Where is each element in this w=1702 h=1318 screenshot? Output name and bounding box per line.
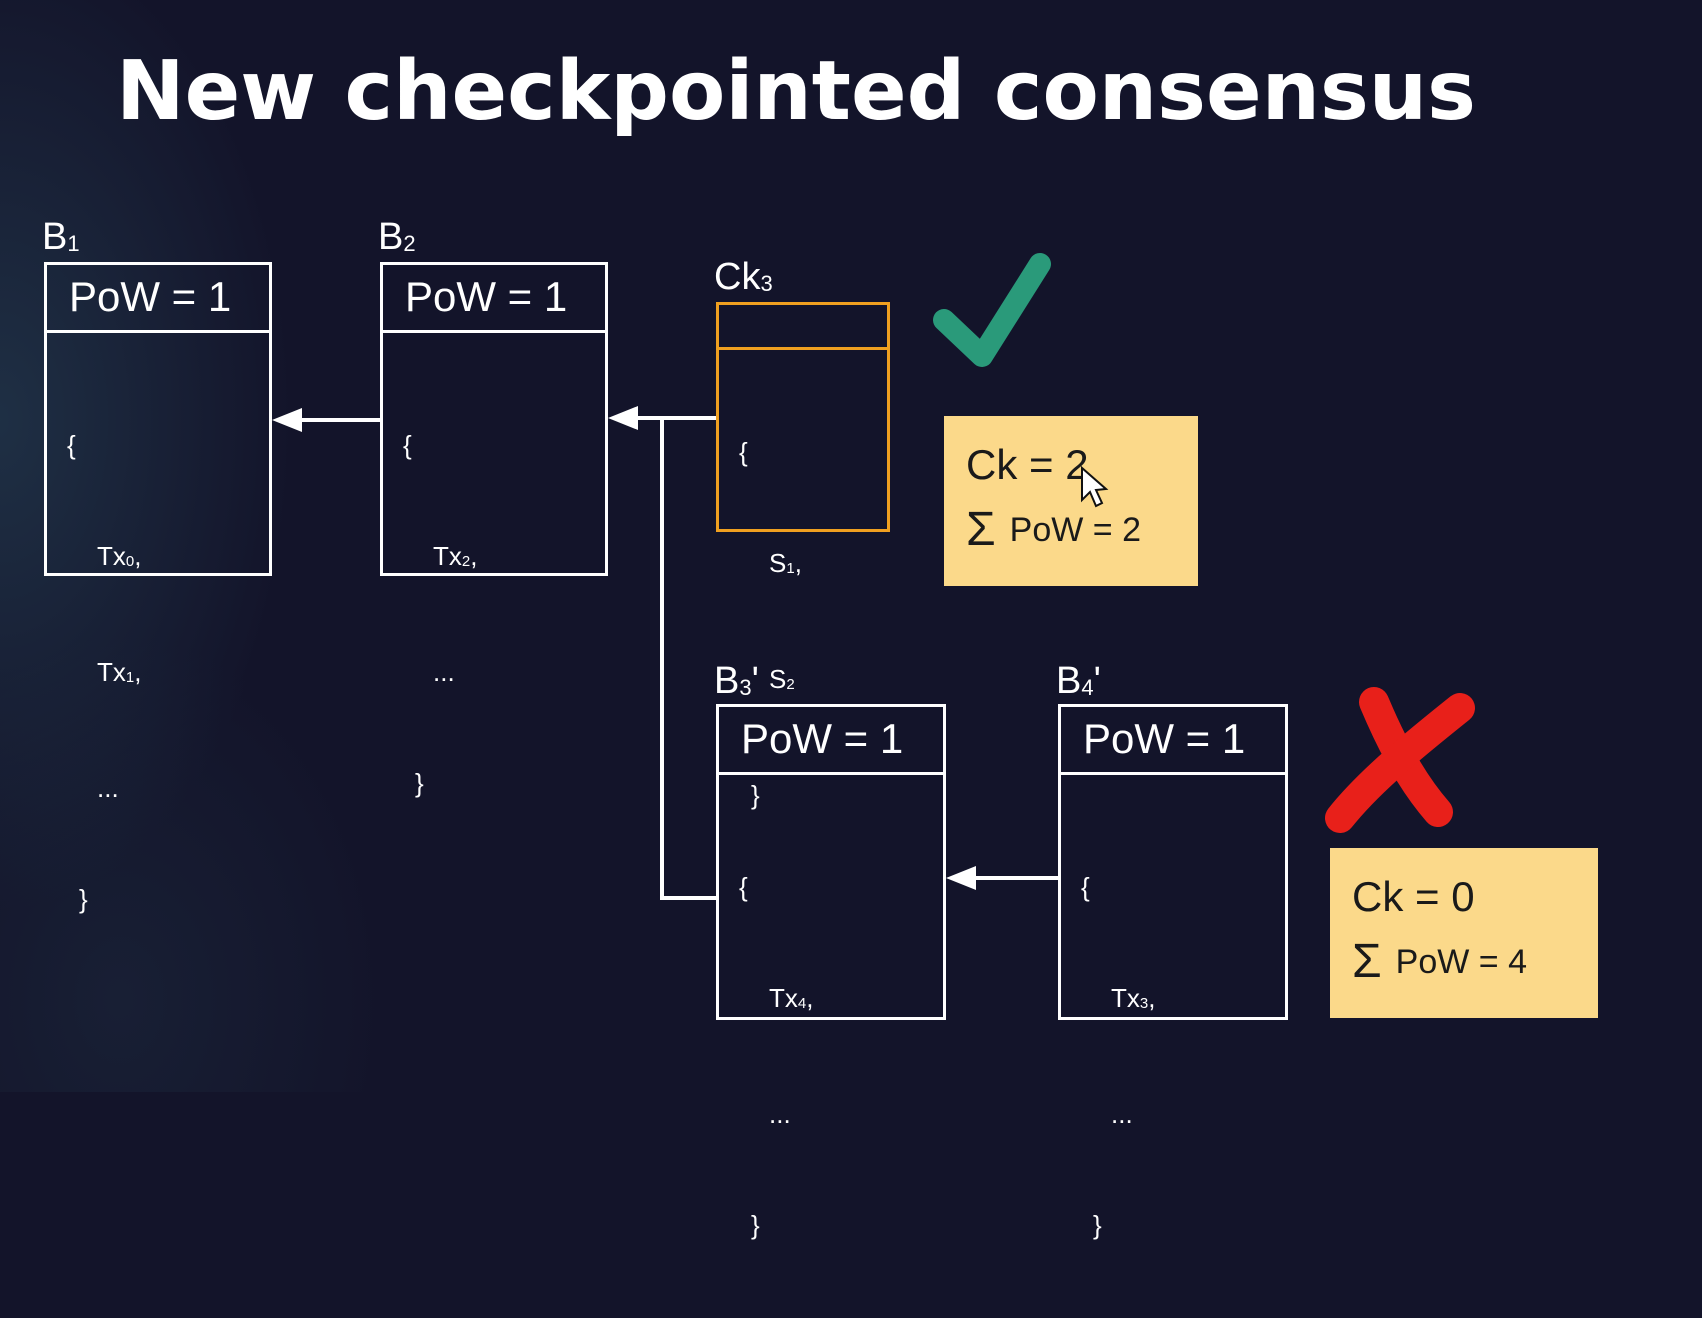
- tx-line: Tx0,: [97, 541, 142, 571]
- tx-line: }: [1093, 1210, 1102, 1240]
- block-b2: PoW = 1 { Tx2, ... }: [380, 262, 608, 798]
- diagram-overlay: [272, 253, 1475, 900]
- note-pow-sum: Σ PoW = 2: [966, 506, 1198, 554]
- block-b1: PoW = 1 { Tx0, Tx1, ... }: [44, 262, 272, 914]
- block-label-b1: B1: [42, 218, 80, 256]
- tx-line: {: [67, 430, 76, 460]
- check-mark-icon: [933, 253, 1051, 367]
- arrow-b2-to-b1: [272, 408, 380, 432]
- checkpoint-block-ck3: { S1, S2 }: [716, 302, 890, 810]
- tx-line: ...: [769, 1099, 791, 1129]
- checkpoint-label-ck3: Ck3: [714, 258, 773, 296]
- slide-title: New checkpointed consensus: [116, 44, 1476, 139]
- block-label-prime: ': [1093, 660, 1101, 702]
- tx-line: }: [751, 1210, 760, 1240]
- block-label-text: B: [378, 216, 404, 258]
- tx-line: ...: [433, 657, 455, 687]
- checkpoint-signatures: { S1, S2 }: [719, 350, 887, 888]
- block-label-prime: ': [751, 660, 759, 702]
- tx-line: }: [79, 884, 88, 914]
- block-label-subscript: 3: [739, 675, 752, 700]
- tx-line: Tx1,: [97, 657, 142, 687]
- tx-line: }: [415, 768, 424, 798]
- note-pow-value: PoW = 4: [1395, 943, 1528, 981]
- note-rejected-chain: Ck = 0 Σ PoW = 4: [1330, 848, 1598, 1018]
- mouse-cursor-icon: [1081, 465, 1109, 508]
- sig-line: }: [751, 780, 760, 810]
- block-pow-header: PoW = 1: [383, 265, 605, 333]
- block-pow-header: PoW = 1: [719, 707, 943, 775]
- tx-line: Tx3,: [1111, 983, 1156, 1013]
- arrow-b4-prime-to-b3-prime: [946, 866, 1058, 890]
- block-label-subscript: 4: [1081, 675, 1094, 700]
- sigma-symbol: Σ: [1352, 935, 1382, 988]
- tx-line: {: [403, 430, 412, 460]
- block-label-subscript: 1: [67, 231, 80, 256]
- block-label-b3-prime: B3': [714, 662, 759, 700]
- checkpoint-label-subscript: 3: [760, 271, 773, 296]
- note-pow-sum: Σ PoW = 4: [1352, 938, 1598, 986]
- tx-line: ...: [1111, 1099, 1133, 1129]
- block-label-text: B: [42, 216, 68, 258]
- sig-line: {: [739, 437, 748, 467]
- block-pow-header: PoW = 1: [1061, 707, 1285, 775]
- cross-mark-icon: [1325, 687, 1475, 833]
- tx-line: Tx4,: [769, 983, 814, 1013]
- block-label-subscript: 2: [403, 231, 416, 256]
- block-label-b4-prime: B4': [1056, 662, 1101, 700]
- block-label-text: B: [1056, 660, 1082, 702]
- block-pow-header: PoW = 1: [47, 265, 269, 333]
- note-accepted-chain: Ck = 2 Σ PoW = 2: [944, 416, 1198, 586]
- connector-b3-prime-to-b2: [660, 418, 716, 900]
- sigma-symbol: Σ: [966, 503, 996, 556]
- block-label-text: B: [714, 660, 740, 702]
- block-transactions: { Tx0, Tx1, ... }: [47, 333, 269, 992]
- checkpoint-header: [719, 305, 887, 350]
- tx-line: Tx2,: [433, 541, 478, 571]
- note-checkpoint-count: Ck = 0: [1352, 873, 1475, 920]
- block-b3-prime: PoW = 1 { Tx4, ... }: [716, 704, 946, 1240]
- note-pow-value: PoW = 2: [1009, 511, 1142, 549]
- tx-line: {: [1081, 872, 1090, 902]
- note-checkpoint-count: Ck = 2: [966, 441, 1089, 488]
- block-label-b2: B2: [378, 218, 416, 256]
- sig-line: S1,: [769, 548, 802, 578]
- sig-line: S2: [769, 664, 795, 694]
- checkpoint-label-text: Ck: [714, 256, 761, 298]
- block-transactions: { Tx2, ... }: [383, 333, 605, 876]
- arrow-ck3-to-b2: [608, 406, 716, 430]
- tx-line: ...: [97, 773, 119, 803]
- tx-line: {: [739, 872, 748, 902]
